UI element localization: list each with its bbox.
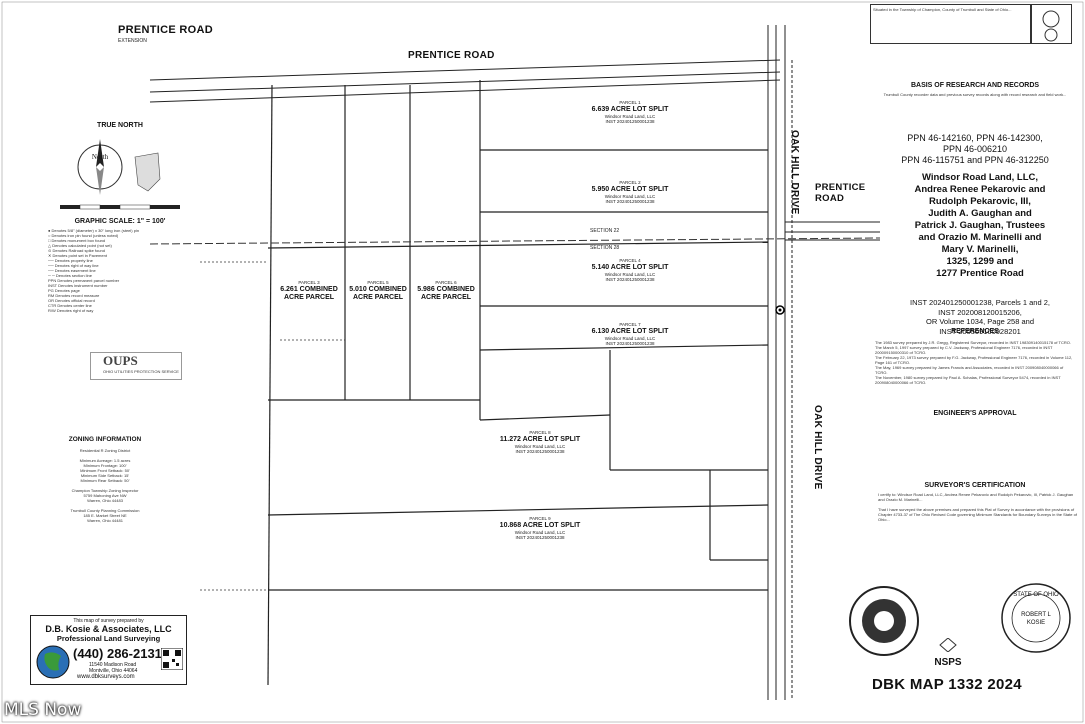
surveyor-cert-text: I certify to: Windsor Road Land, LLC, An… bbox=[878, 492, 1077, 522]
company-name: D.B. Kosie & Associates, LLC bbox=[45, 624, 172, 634]
oak-hill-drive-label-upper: OAK HILL DRIVE bbox=[789, 130, 800, 215]
svg-text:KOSIE: KOSIE bbox=[1027, 620, 1045, 626]
parcel-6-label: PARCEL 6 5.986 COMBINED ACRE PARCEL bbox=[417, 280, 475, 301]
inst-block: INST 202401250001238, Parcels 1 and 2, I… bbox=[910, 298, 1050, 336]
section-22-label: SECTION 22 bbox=[590, 228, 620, 234]
nsps-logo: NSPS bbox=[928, 637, 968, 668]
parcel-8-label: PARCEL 8 11.272 ACRE LOT SPLIT Windsor R… bbox=[499, 430, 581, 454]
surveyor-cert-heading: SURVEYOR'S CERTIFICATION bbox=[924, 482, 1026, 489]
scale-value: 100' bbox=[152, 218, 166, 225]
north-arrow-icon: North bbox=[77, 139, 161, 195]
west-extension bbox=[200, 261, 345, 591]
zoning-text: Residential R Zoning District Minimum Ac… bbox=[70, 448, 140, 523]
true-north-block: TRUE NORTH North bbox=[60, 122, 180, 204]
legend-notes: ● Denotes 5/8" (diameter) x 30" long iro… bbox=[48, 228, 140, 313]
parcel-2-label: PARCEL 2 5.950 ACRE LOT SPLIT Windsor Ro… bbox=[591, 180, 669, 204]
parcel-5-label: PARCEL 5 5.010 COMBINED ACRE PARCEL bbox=[349, 280, 407, 301]
scale-bar bbox=[60, 204, 180, 210]
ohio-seal: STATE OF OHIO ROBERT L KOSIE bbox=[1000, 582, 1072, 654]
prentice-road-label-right: PRENTICE ROAD bbox=[815, 182, 866, 204]
svg-text:STATE OF OHIO: STATE OF OHIO bbox=[1013, 592, 1059, 598]
company-phone: (440) 286-2131 bbox=[73, 646, 162, 661]
prentice-road-label-mid: PRENTICE ROAD bbox=[408, 50, 495, 61]
monument-marker bbox=[775, 305, 785, 315]
parcel-boundaries bbox=[267, 80, 769, 686]
references-text: The 1983 survey prepared by J.R. Gregg, … bbox=[875, 340, 1073, 385]
company-web: www.dbksurveys.com bbox=[77, 674, 135, 680]
parcel-4-label: PARCEL 4 5.140 ACRE LOT SPLIT Windsor Ro… bbox=[591, 258, 669, 282]
company-address2: Montville, Ohio 44064 bbox=[89, 668, 138, 674]
scale-label: GRAPHIC SCALE: 1" = bbox=[74, 218, 151, 225]
map-title: DBK MAP 1332 2024 bbox=[872, 676, 1022, 693]
svg-text:North: North bbox=[92, 153, 109, 161]
owners-block: Windsor Road Land, LLC, Andrea Renee Pek… bbox=[914, 172, 1046, 279]
company-globe-icon bbox=[36, 645, 70, 679]
parcel-1-label: PARCEL 1 6.639 ACRE LOT SPLIT Windsor Ro… bbox=[591, 100, 669, 124]
section-line bbox=[149, 237, 881, 245]
parcel-3-label: PARCEL 3 6.261 COMBINED ACRE PARCEL bbox=[280, 280, 338, 301]
section-28-label: SECTION 28 bbox=[590, 245, 620, 251]
basis-heading: BASIS OF RESEARCH AND RECORDS bbox=[910, 82, 1040, 89]
references-heading: REFERENCES bbox=[951, 328, 999, 335]
parcel-7-label: PARCEL 7 6.130 ACRE LOT SPLIT Windsor Ro… bbox=[591, 322, 669, 346]
prentice-road-label-left: PRENTICE ROAD bbox=[118, 24, 213, 36]
company-box: This map of survey prepared by D.B. Kosi… bbox=[30, 615, 187, 685]
company-note: This map of survey prepared by bbox=[73, 618, 144, 624]
title-block-top: Situated in the Township of Champion, Co… bbox=[870, 4, 1032, 44]
basis-text: Trumbull County recorder data and previo… bbox=[883, 92, 1067, 97]
zoning-heading: ZONING INFORMATION bbox=[68, 436, 142, 443]
parcel-9-label: PARCEL 9 10.868 ACRE LOT SPLIT Windsor R… bbox=[499, 516, 581, 540]
engineers-approval-heading: ENGINEER'S APPROVAL bbox=[933, 410, 1017, 417]
mls-now-watermark: MLS Now bbox=[4, 700, 82, 720]
company-address1: 11540 Madison Road bbox=[89, 662, 137, 668]
prentice-road-lines bbox=[149, 59, 781, 103]
qr-code-icon bbox=[161, 648, 183, 670]
ppn-block: PPN 46-142160, PPN 46-142300, PPN 46-006… bbox=[901, 133, 1049, 165]
oups-logo: OUPS OHIO UTILITIES PROTECTION SERVICE bbox=[90, 352, 182, 380]
oak-hill-drive-lines bbox=[767, 25, 793, 700]
svg-text:ROBERT L: ROBERT L bbox=[1021, 612, 1051, 618]
true-north-title: TRUE NORTH bbox=[97, 122, 143, 129]
prentice-road-east-lines bbox=[785, 221, 880, 241]
prentice-road-ext-note: EXTENSION bbox=[118, 38, 147, 44]
oak-hill-drive-label-lower: OAK HILL DRIVE bbox=[812, 405, 823, 490]
title-block-date bbox=[1030, 4, 1072, 44]
surveyors-seal-logo bbox=[848, 585, 920, 657]
graphic-scale: GRAPHIC SCALE: 1" = 100' bbox=[55, 200, 185, 225]
company-sub: Professional Land Surveying bbox=[56, 634, 161, 643]
